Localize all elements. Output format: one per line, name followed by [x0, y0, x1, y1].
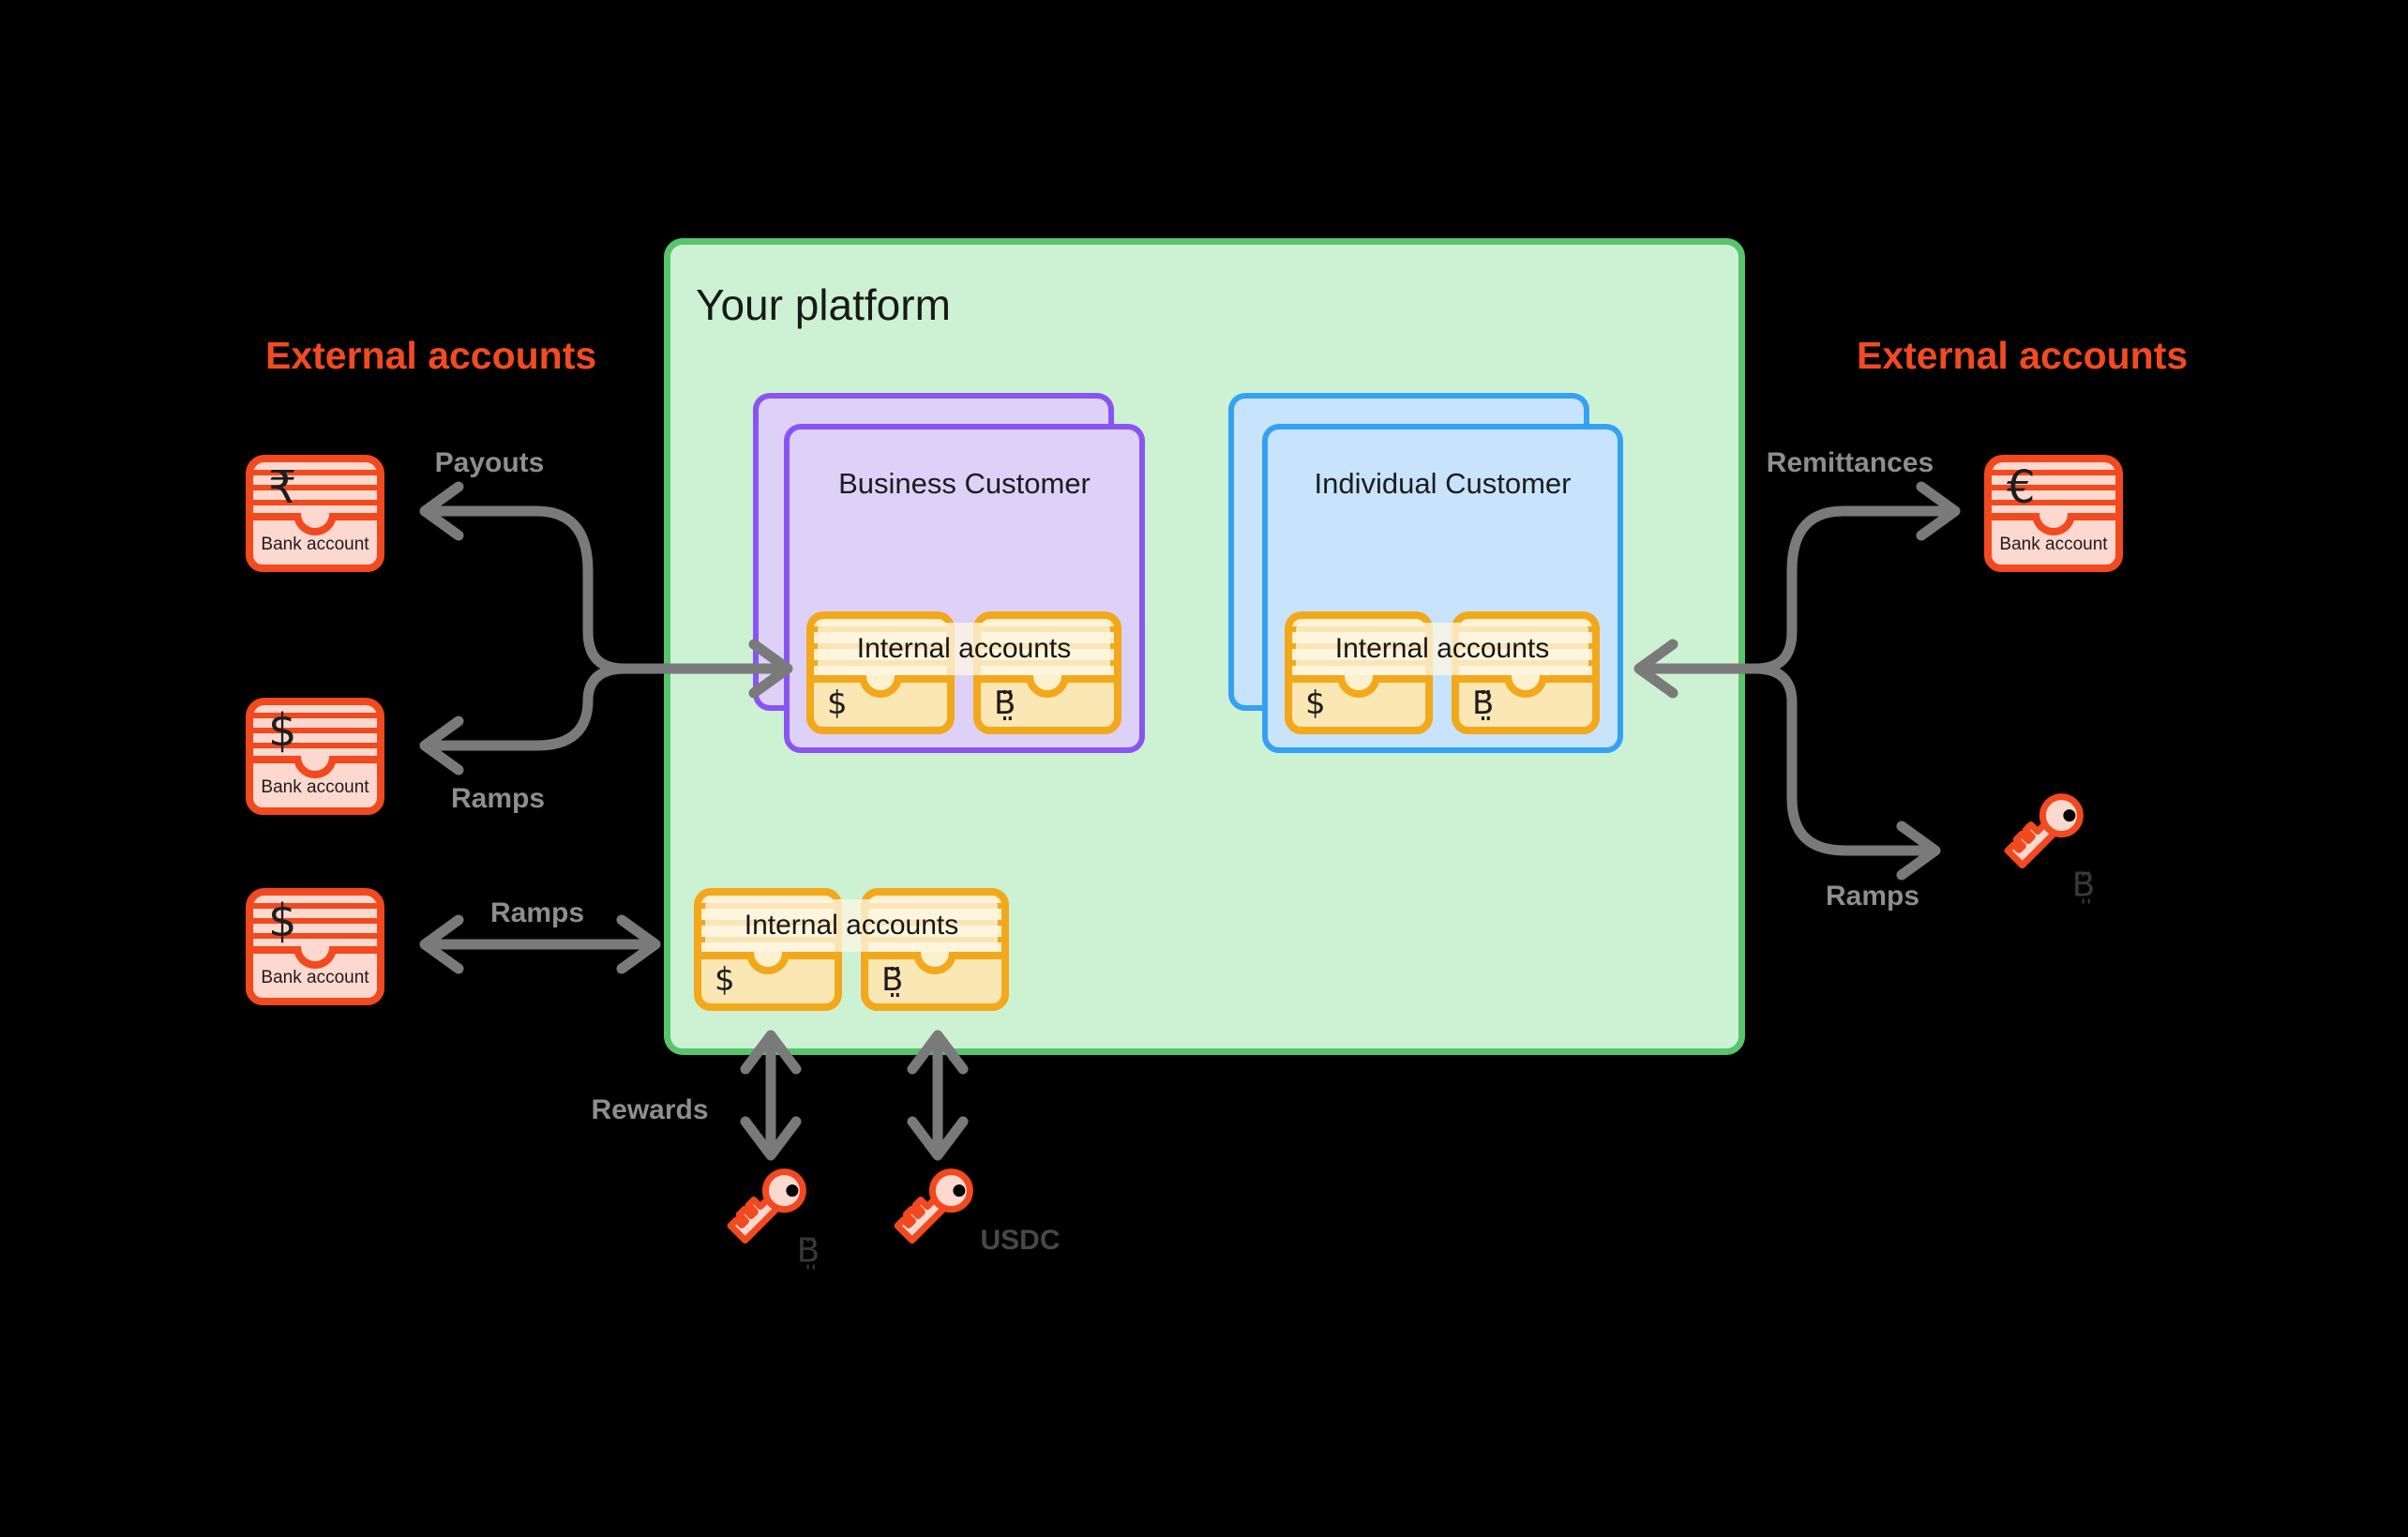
wallet-pocket: [246, 946, 384, 1005]
individual-customer-title: Individual Customer: [1314, 467, 1572, 500]
crypto-key-icon: [2004, 793, 2084, 869]
external-accounts-heading-right: External accounts: [1857, 334, 2189, 377]
wallet-notch: [1504, 675, 1547, 698]
wallet-notch: [746, 952, 790, 974]
wallet-pocket: [1984, 513, 2123, 572]
bank-account-usd-1: $ Bank account: [246, 698, 384, 815]
card-stack-lines: [253, 896, 377, 946]
bitcoin-symbol: B: [1472, 685, 1495, 722]
wallet-notch: [293, 756, 337, 778]
ramps-label-right: Ramps: [1825, 881, 1920, 912]
payouts-label: Payouts: [434, 447, 545, 478]
currency-symbol-usd: $: [827, 685, 848, 722]
wallet-notch: [1337, 675, 1380, 698]
bank-account-label: Bank account: [1999, 535, 2108, 554]
bank-account-label: Bank account: [261, 777, 369, 797]
wallet-notch: [859, 675, 902, 698]
usdc-key-label: USDC: [980, 1225, 1061, 1256]
wallet-notch: [293, 513, 337, 535]
currency-symbol-btc: B: [994, 685, 1016, 722]
bitcoin-symbol: B: [796, 1231, 820, 1271]
bitcoin-symbol: B: [881, 961, 904, 999]
business-customer-title: Business Customer: [838, 467, 1091, 500]
wallet-pocket: [694, 952, 842, 1011]
internal-accounts-label: Internal accounts: [1296, 623, 1588, 675]
remittances-label: Remittances: [1766, 447, 1934, 478]
card-stack-lines: [253, 462, 377, 513]
platform-internal-accounts: $ B Internal accounts: [694, 888, 1009, 1011]
bank-account-label: Bank account: [261, 968, 369, 987]
wallet-pocket: [246, 513, 384, 572]
wallet-notch: [913, 952, 956, 974]
card-stack-lines: [253, 705, 377, 756]
currency-symbol-btc: B: [881, 961, 904, 999]
bank-account-eur: € Bank account: [1984, 455, 2123, 572]
platform-title: Your platform: [696, 280, 951, 329]
crypto-key-icon-usdc: [894, 1168, 973, 1244]
currency-symbol-usd: $: [1305, 685, 1326, 722]
bitcoin-symbol: B: [994, 685, 1016, 722]
bank-account-inr: ₹ Bank account: [246, 455, 384, 572]
wallet-pocket: [1285, 675, 1433, 734]
currency-symbol-eur: €: [2007, 461, 2036, 514]
card-stack-lines: [1992, 462, 2115, 513]
ramps-label-mid: Ramps: [450, 783, 546, 814]
bank-account-usd-2: $ Bank account: [246, 888, 384, 1005]
currency-symbol-usd: $: [268, 704, 297, 757]
external-accounts-heading-left: External accounts: [265, 334, 597, 377]
internal-accounts-label: Internal accounts: [818, 623, 1110, 675]
wallet-notch: [1026, 675, 1069, 698]
currency-symbol-usd: $: [268, 895, 297, 947]
rewards-label: Rewards: [591, 1094, 709, 1125]
currency-symbol-btc: B: [1472, 685, 1495, 722]
crypto-key-icon-btc: [727, 1168, 806, 1244]
bank-account-label: Bank account: [261, 535, 369, 554]
btc-key-label: B: [2071, 866, 2096, 905]
wallet-pocket: [861, 952, 1009, 1011]
currency-symbol-inr: ₹: [268, 461, 297, 514]
wallet-pocket: [806, 675, 955, 734]
wallet-pocket: [1452, 675, 1600, 734]
currency-symbol-usd: $: [715, 961, 735, 999]
wallet-pocket: [246, 756, 384, 815]
ramps-label-bottom: Ramps: [489, 897, 585, 928]
wallet-pocket: [973, 675, 1121, 734]
internal-accounts-label: Internal accounts: [705, 899, 998, 952]
wallet-notch: [293, 946, 337, 969]
btc-key-label-bottom: B: [797, 1232, 820, 1271]
business-internal-accounts: $ B Internal accounts: [806, 611, 1121, 734]
individual-internal-accounts: $ B Internal accounts: [1285, 611, 1600, 734]
bitcoin-symbol: B: [2071, 866, 2096, 905]
wallet-notch: [2032, 513, 2075, 535]
